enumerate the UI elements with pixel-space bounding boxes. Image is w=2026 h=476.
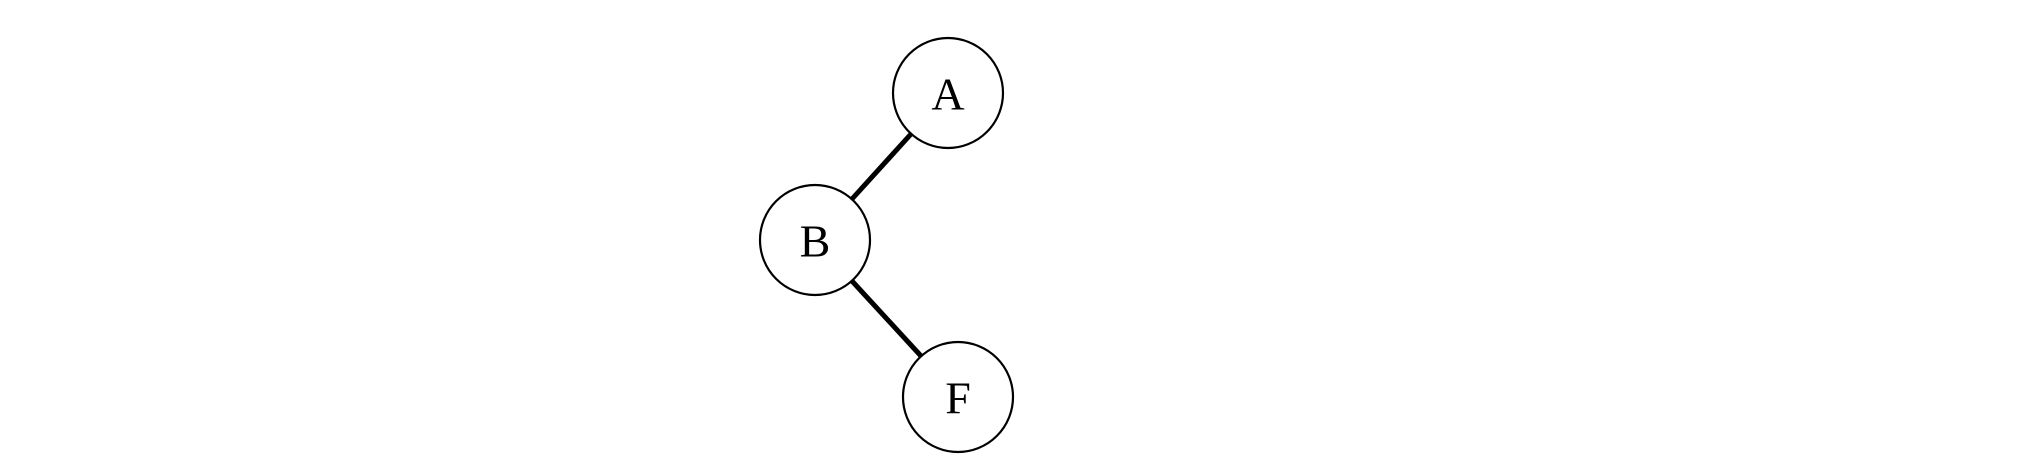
node-f-label: F bbox=[945, 373, 971, 424]
edge-b-f bbox=[850, 279, 923, 358]
node-b-circle[interactable] bbox=[758, 183, 872, 297]
edge-a-b bbox=[850, 132, 913, 201]
node-a-label: A bbox=[931, 69, 964, 120]
graph-node-b[interactable]: B bbox=[758, 183, 872, 297]
edge-layer bbox=[850, 132, 923, 358]
node-layer: A B F bbox=[758, 36, 1015, 454]
node-f-circle[interactable] bbox=[901, 340, 1015, 454]
node-a-circle[interactable] bbox=[891, 36, 1005, 150]
node-b-label: B bbox=[800, 216, 831, 267]
graph-node-a[interactable]: A bbox=[891, 36, 1005, 150]
graph-node-f[interactable]: F bbox=[901, 340, 1015, 454]
